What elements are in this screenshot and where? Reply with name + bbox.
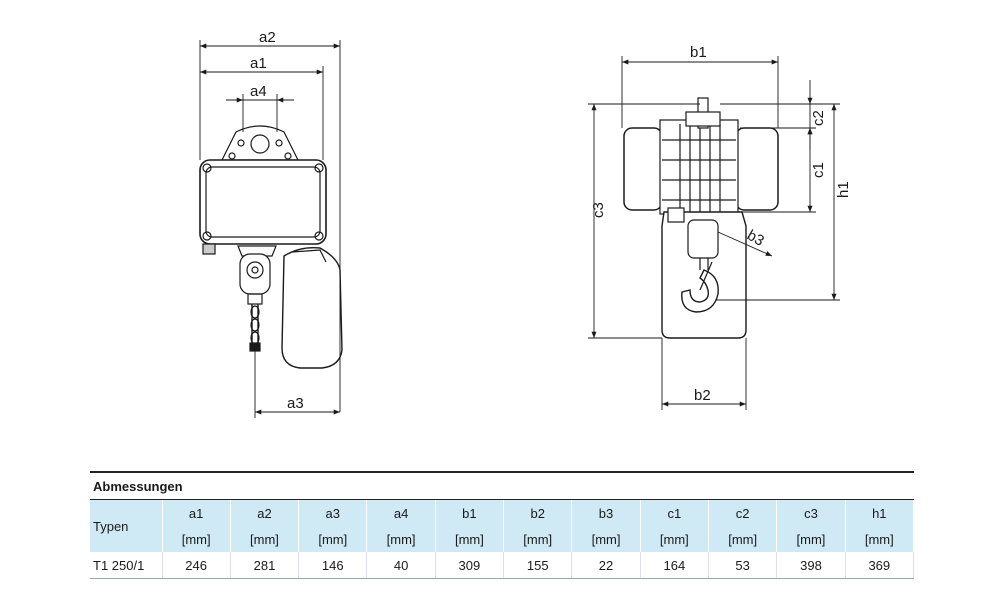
- value-cell-b3: 22: [571, 552, 641, 579]
- unit-cell: [mm]: [435, 526, 505, 552]
- front-dimensions: [199, 40, 341, 418]
- unit-cell: [mm]: [776, 526, 846, 552]
- column-header-a1: a1: [162, 499, 231, 526]
- column-header-b1: b1: [435, 499, 505, 526]
- side-view: [623, 97, 779, 339]
- column-header-a2: a2: [230, 499, 300, 526]
- column-header-b3: b3: [571, 499, 641, 526]
- value-cell-a2: 281: [230, 552, 300, 579]
- column-header-a3: a3: [298, 499, 368, 526]
- column-header-c3: c3: [776, 499, 846, 526]
- column-header-b2: b2: [503, 499, 573, 526]
- type-cell: T1 250/1: [90, 552, 163, 579]
- value-cell-h1: 369: [845, 552, 915, 579]
- unit-cell: [mm]: [162, 526, 231, 552]
- value-cell-c1: 164: [640, 552, 710, 579]
- value-cell-b1: 309: [435, 552, 505, 579]
- side-dimensions: [588, 56, 840, 410]
- unit-cell: [mm]: [366, 526, 436, 552]
- label-c3: c3: [590, 202, 607, 218]
- label-h1: h1: [835, 181, 852, 198]
- label-a2: a2: [259, 29, 276, 46]
- row-header-typen: Typen: [90, 499, 163, 552]
- value-cell-a1: 246: [162, 552, 231, 579]
- label-c1: c1: [810, 162, 827, 178]
- table-title: Abmessungen: [90, 471, 914, 500]
- column-header-c2: c2: [708, 499, 778, 526]
- label-b2: b2: [694, 387, 711, 404]
- column-header-a4: a4: [366, 499, 436, 526]
- table-unit-row: [mm][mm][mm][mm][mm][mm][mm][mm][mm][mm]…: [90, 526, 915, 552]
- table-title-row: Abmessungen: [90, 471, 914, 500]
- technical-drawing: a2 a1 a4 a3: [199, 29, 852, 418]
- unit-cell: [mm]: [845, 526, 915, 552]
- label-a3: a3: [287, 395, 304, 412]
- value-cell-c3: 398: [776, 552, 846, 579]
- unit-cell: [mm]: [571, 526, 641, 552]
- unit-cell: [mm]: [298, 526, 368, 552]
- label-c2: c2: [810, 110, 827, 126]
- value-cell-a3: 146: [298, 552, 368, 579]
- column-header-h1: h1: [845, 499, 915, 526]
- unit-cell: [mm]: [230, 526, 300, 552]
- value-cell-c2: 53: [708, 552, 778, 579]
- unit-cell: [mm]: [640, 526, 710, 552]
- unit-cell: [mm]: [708, 526, 778, 552]
- label-b1: b1: [690, 44, 707, 61]
- value-cell-a4: 40: [366, 552, 436, 579]
- label-a1: a1: [250, 55, 267, 72]
- value-cell-b2: 155: [503, 552, 573, 579]
- label-a4: a4: [250, 83, 267, 100]
- front-view: [199, 125, 343, 369]
- column-header-c1: c1: [640, 499, 710, 526]
- unit-cell: [mm]: [503, 526, 573, 552]
- label-b3: b3: [744, 227, 767, 250]
